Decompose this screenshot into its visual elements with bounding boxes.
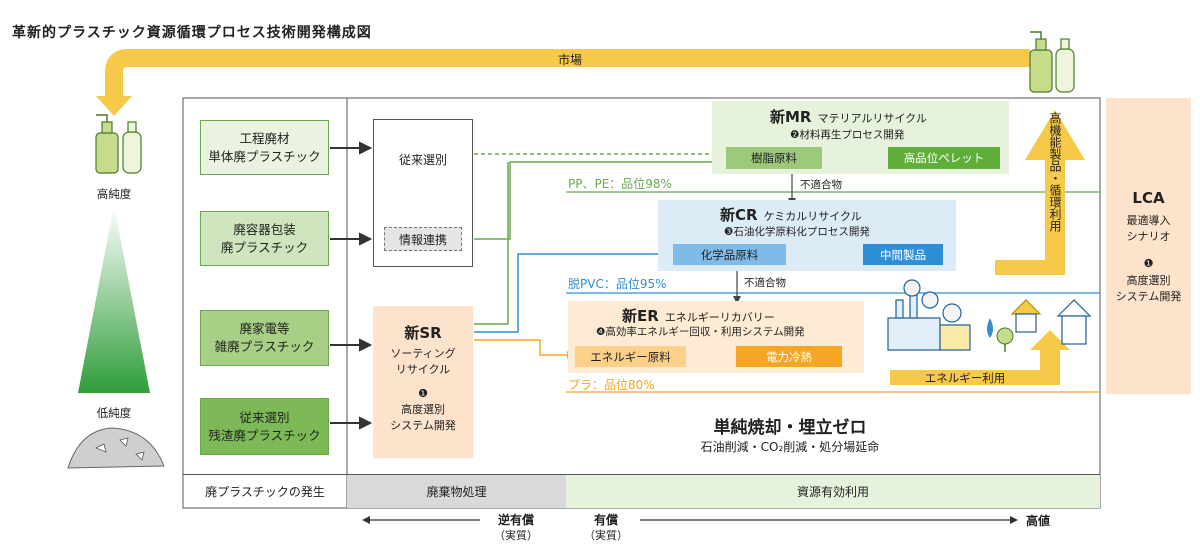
market-arrowhead <box>96 96 132 116</box>
factory-icon <box>887 279 971 351</box>
zero-landfill-title: 単純焼却・埋立ゼロ <box>713 417 867 438</box>
sr-box <box>373 306 473 458</box>
mr-product: 高品位ペレット <box>888 147 1000 169</box>
sr-number: ❶ <box>418 386 428 400</box>
unsuitable-label-2: 不適合物 <box>744 277 786 289</box>
footer-resource-use: 資源有効利用 <box>566 474 1100 508</box>
high-function-arrow <box>995 110 1085 275</box>
mr-description: ❷材料再生プロセス開発 <box>790 129 905 141</box>
mr-subtitle: マテリアルリサイクル <box>817 112 927 125</box>
reverse-paid-sub: （実質） <box>494 529 538 542</box>
energy-use-label: エネルギー利用 <box>924 370 1006 385</box>
grade-pp-pe: PP、PE：品位98% <box>568 177 672 191</box>
conventional-sorting-box <box>373 119 473 267</box>
source-box-appliance: 廃家電等 雑廃プラスチック <box>200 310 329 366</box>
er-header: 新ER エネルギーリカバリー <box>622 305 852 325</box>
mr-header: 新MR マテリアルリサイクル <box>770 106 990 126</box>
lca-box <box>1106 98 1191 394</box>
cr-header: 新CR ケミカルリサイクル <box>720 204 940 224</box>
er-description: ❹高効率エネルギー回収・利用システム開発 <box>596 326 805 338</box>
er-title: 新ER <box>622 307 659 325</box>
er-product: 電力冷熱 <box>736 346 842 367</box>
market-arrow <box>105 49 1030 100</box>
house-icon <box>1010 299 1092 345</box>
page-title: 革新的プラスチック資源循環プロセス技術開発構成図 <box>12 25 372 41</box>
bottle-icon-right <box>1029 31 1075 93</box>
source-box-packaging: 廃容器包装 廃プラスチック <box>200 211 329 266</box>
high-function-label: 高機能製品・循環利用 <box>1048 112 1062 232</box>
energy-use-arrow <box>890 330 1070 385</box>
high-value-label: 高値 <box>1025 513 1050 528</box>
main-frame <box>182 97 1101 509</box>
sr-title: 新SR <box>404 323 442 342</box>
zero-landfill-subtitle: 石油削減・CO₂削減・処分場延命 <box>700 439 880 454</box>
cr-product: 中間製品 <box>863 244 943 265</box>
cr-description: ❸石油化学原料化プロセス開発 <box>724 226 870 238</box>
lca-number: ❶ <box>1143 256 1154 270</box>
cr-subtitle: ケミカルリサイクル <box>763 210 862 223</box>
water-drop-icon <box>987 318 993 338</box>
footer-generation: 廃プラスチックの発生 <box>183 474 347 508</box>
paid-label: 有償 <box>593 512 618 527</box>
lca-title: LCA <box>1132 189 1165 207</box>
purity-high-label: 高純度 <box>96 187 132 201</box>
info-link-box: 情報連携 <box>384 227 462 251</box>
er-subtitle: エネルギーリカバリー <box>664 311 775 324</box>
purity-low-label: 低純度 <box>96 406 132 420</box>
footer-waste-treatment: 廃棄物処理 <box>347 474 566 508</box>
source-box-residue: 従来選別 残渣廃プラスチック <box>200 398 329 455</box>
lca-description: 高度選別 システム開発 <box>1115 274 1182 303</box>
cr-title: 新CR <box>720 206 758 224</box>
sr-subtitle: ソーティング リサイクル <box>390 347 456 376</box>
rubble-icon <box>67 427 165 469</box>
paid-sub: （実質） <box>584 529 628 542</box>
lca-subtitle: 最適導入 シナリオ <box>1126 214 1171 243</box>
purity-triangle <box>78 205 150 393</box>
mr-raw-material: 樹脂原料 <box>726 147 822 169</box>
conventional-sorting-label: 従来選別 <box>398 152 447 167</box>
sr-description: 高度選別 システム開発 <box>390 403 456 432</box>
reverse-paid-label: 逆有償 <box>497 512 534 527</box>
grade-pvc: 脱PVC：品位95% <box>568 277 667 291</box>
grade-pla: プラ：品位80% <box>568 378 655 392</box>
market-label: 市場 <box>557 52 582 67</box>
source-arrows <box>330 141 373 430</box>
unsuitable-label-1: 不適合物 <box>800 179 842 191</box>
bottle-icon-left <box>95 114 142 174</box>
er-raw-material: エネルギー原料 <box>575 346 686 367</box>
source-box-process: 工程廃材 単体廃プラスチック <box>200 120 329 175</box>
cr-raw-material: 化学品原料 <box>673 244 786 265</box>
mr-title: 新MR <box>770 108 812 126</box>
tree-icon <box>996 327 1014 352</box>
